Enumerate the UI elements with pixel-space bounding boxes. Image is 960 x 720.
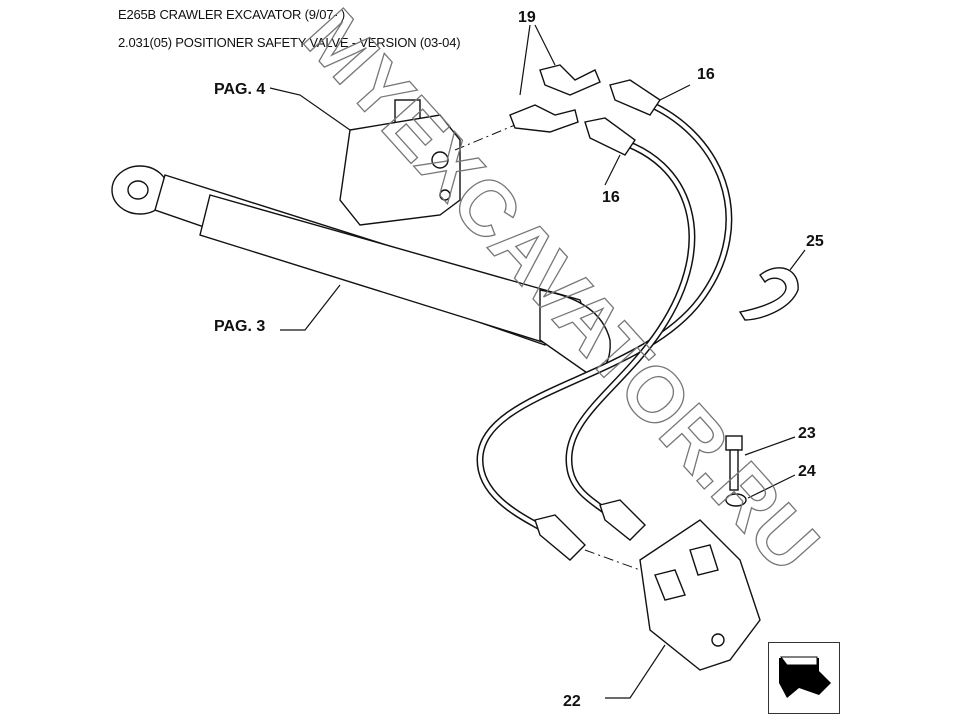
hose-clamp bbox=[738, 267, 799, 321]
leader-line bbox=[747, 474, 796, 499]
leader-line bbox=[659, 84, 691, 101]
page-reference-4: PAG. 4 bbox=[214, 81, 265, 98]
next-page-arrow-icon[interactable] bbox=[768, 642, 840, 714]
callout-16: 16 bbox=[602, 189, 620, 206]
elbow-fitting bbox=[509, 64, 601, 133]
mounting-bracket bbox=[639, 519, 761, 671]
diagram-model-title: E265B CRAWLER EXCAVATOR (9/07- ) bbox=[118, 7, 345, 22]
leader-line bbox=[605, 644, 666, 699]
positioner-safety-valve bbox=[339, 99, 461, 226]
leader-line bbox=[269, 87, 351, 131]
washer bbox=[725, 493, 747, 507]
callout-24: 24 bbox=[798, 463, 816, 480]
bolt bbox=[725, 435, 743, 491]
hydraulic-cylinder bbox=[111, 165, 611, 376]
leader-line bbox=[519, 24, 531, 96]
callout-23: 23 bbox=[798, 425, 816, 442]
leader-dash bbox=[584, 549, 641, 571]
callout-22: 22 bbox=[563, 693, 581, 710]
leader-line bbox=[744, 436, 796, 456]
arrow-icon bbox=[779, 656, 831, 698]
page-reference-3: PAG. 3 bbox=[214, 318, 265, 335]
callout-19: 19 bbox=[518, 9, 536, 26]
leader-line bbox=[280, 284, 341, 331]
leader-line bbox=[604, 154, 621, 186]
callout-16: 16 bbox=[697, 66, 715, 83]
diagram-section-title: 2.031(05) POSITIONER SAFETY VALVE - VERS… bbox=[118, 35, 461, 50]
leader-line bbox=[534, 24, 556, 66]
callout-25: 25 bbox=[806, 233, 824, 250]
leader-line bbox=[789, 249, 806, 271]
leader-dash bbox=[454, 124, 516, 151]
hose bbox=[476, 79, 733, 561]
